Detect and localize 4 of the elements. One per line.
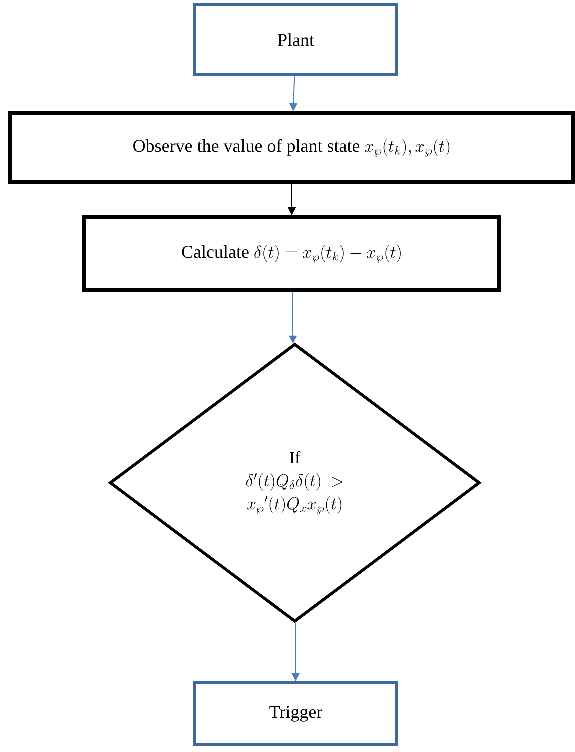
process-box: Trigger <box>194 682 398 746</box>
process-box: Plant <box>194 4 398 76</box>
process-box: Observe the value of plant state $x_{\wp}(t_k), x_{\wp}(t)$ <box>8 112 575 184</box>
process-box: Calculate $\delta(t) = x_{\wp}(t_k) - x_{\wp}(t)$ <box>82 216 502 292</box>
